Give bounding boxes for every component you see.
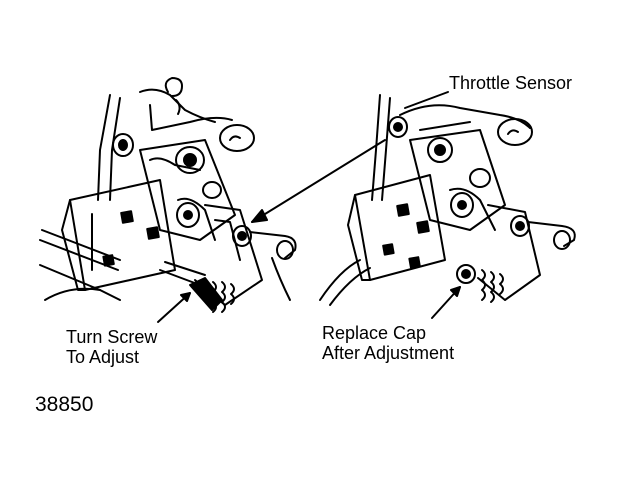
figure-number: 38850 (35, 393, 94, 416)
replace-cap-label: Replace Cap After Adjustment (322, 323, 454, 363)
throttle-sensor-label: Throttle Sensor (449, 73, 573, 93)
replace-cap-label-line2: After Adjustment (322, 343, 455, 363)
right-throttle-assembly (319, 91, 576, 319)
left-throttle-assembly (39, 77, 297, 323)
turn-screw-label: Turn Screw To Adjust (66, 327, 157, 367)
direction-arrow (251, 139, 386, 223)
turn-screw-label-line1: Turn Screw (66, 327, 158, 347)
replace-cap-label-line1: Replace Cap (322, 323, 427, 343)
turn-screw-label-line2: To Adjust (66, 347, 140, 367)
